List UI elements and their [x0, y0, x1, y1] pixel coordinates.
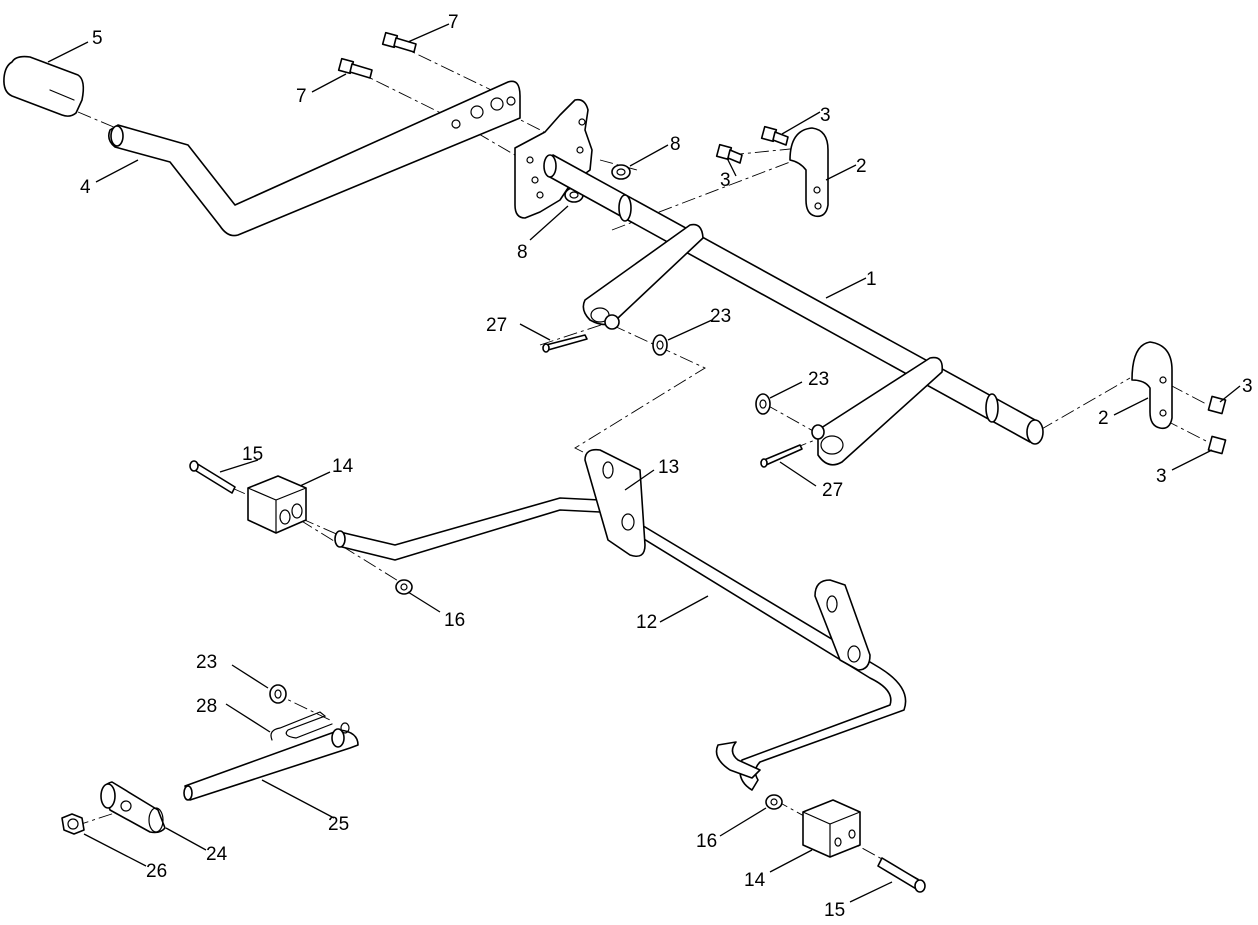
part-lift-rod [334, 497, 907, 791]
callout-3-upper: 3 [820, 105, 831, 126]
part-bolt-7b [337, 57, 373, 79]
callout-1: 1 [866, 269, 877, 290]
part-lever-arm [108, 80, 521, 237]
callout-5: 5 [92, 28, 103, 49]
callout-7-top: 7 [448, 12, 459, 33]
callout-16-lower: 16 [696, 831, 717, 852]
part-nut-16-lower [765, 794, 783, 810]
part-bolt-3d [1207, 435, 1227, 455]
callout-8-upper: 8 [670, 134, 681, 155]
callout-26: 26 [146, 861, 167, 882]
callout-23-upper: 23 [710, 306, 731, 327]
callout-4: 4 [80, 177, 91, 198]
part-washer-23c [269, 684, 287, 704]
part-sleeve-24 [100, 781, 166, 834]
part-grip [3, 55, 85, 117]
callout-24: 24 [206, 844, 228, 865]
callout-14-lower: 14 [744, 870, 766, 891]
callout-leaders [47, 23, 1241, 903]
callout-3-mid: 3 [720, 170, 731, 191]
part-pin-15-upper [189, 460, 236, 494]
part-main-shaft [543, 154, 1044, 466]
callout-2-upper: 2 [856, 156, 867, 177]
part-washer-23b [755, 393, 771, 415]
callout-27-lower: 27 [822, 480, 843, 501]
callout-23-lower: 23 [196, 652, 217, 673]
callout-8-lower: 8 [517, 242, 528, 263]
callout-23-mid: 23 [808, 369, 829, 390]
part-bolt-3a [760, 125, 789, 146]
callout-15-upper: 15 [242, 444, 263, 465]
part-hook-lower [1131, 341, 1173, 430]
part-bracket-13-upper [584, 448, 646, 558]
callout-3-right-lower: 3 [1156, 466, 1167, 487]
part-hook-upper [789, 127, 829, 218]
part-rod-25 [183, 722, 359, 801]
part-nut-26 [61, 813, 85, 835]
part-nut-16-upper [395, 579, 413, 595]
callout-15-lower: 15 [824, 900, 845, 921]
callout-2-lower: 2 [1098, 408, 1109, 429]
part-cotter-pin-27b [760, 444, 803, 468]
callout-labels: 5 7 7 4 8 8 3 3 2 1 27 23 23 3 2 3 27 15… [80, 12, 1253, 921]
part-block-14-lower [802, 799, 861, 858]
part-pin-15-lower [877, 857, 926, 893]
part-bolt-7a [381, 31, 417, 53]
part-clip-28 [270, 711, 333, 741]
part-bolt-3b [715, 143, 743, 164]
part-washer-23a [652, 334, 668, 356]
callout-27-upper: 27 [486, 315, 507, 336]
part-cotter-pin-27a [542, 334, 588, 353]
callout-28: 28 [196, 696, 217, 717]
part-nut-8a [611, 164, 631, 180]
callout-13: 13 [658, 457, 679, 478]
callout-16-upper: 16 [444, 610, 465, 631]
part-block-14-upper [247, 475, 307, 534]
callout-7-mid: 7 [296, 86, 307, 107]
callout-14-upper: 14 [332, 456, 354, 477]
callout-12: 12 [636, 612, 657, 633]
callout-3-right-upper: 3 [1242, 376, 1253, 397]
part-bracket-13-lower [814, 579, 871, 671]
callout-25: 25 [328, 814, 349, 835]
